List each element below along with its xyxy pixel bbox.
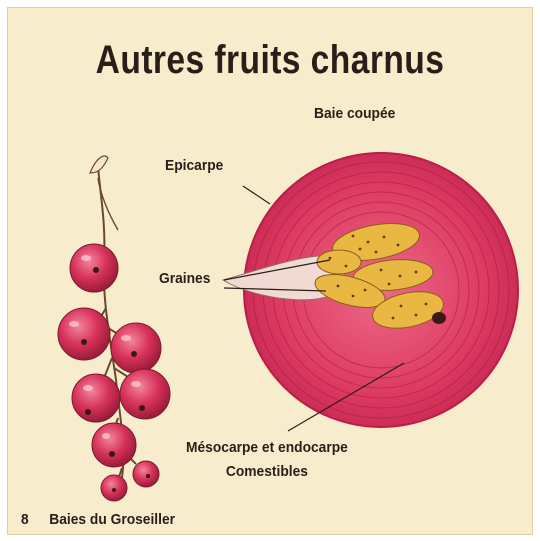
cut-berry (223, 153, 518, 427)
label-mesocarpe-line1: Mésocarpe et endocarpe (186, 436, 348, 460)
caption-number: 8 (21, 511, 29, 528)
caption-text: Baies du Groseiller (49, 511, 175, 528)
label-mesocarpe-line2: Comestibles (186, 460, 348, 484)
label-graines: Graines (159, 270, 210, 287)
illustration-card: Autres fruits charnus Baie coupée Epicar… (7, 7, 533, 535)
label-mesocarpe: Mésocarpe et endocarpe Comestibles (186, 436, 348, 484)
label-baie-coupee: Baie coupée (314, 105, 395, 122)
label-epicarpe: Epicarpe (165, 157, 223, 174)
page-title: Autres fruits charnus (50, 38, 490, 83)
caption: 8 Baies du Groseiller (21, 511, 175, 528)
stem-bract (90, 156, 108, 173)
